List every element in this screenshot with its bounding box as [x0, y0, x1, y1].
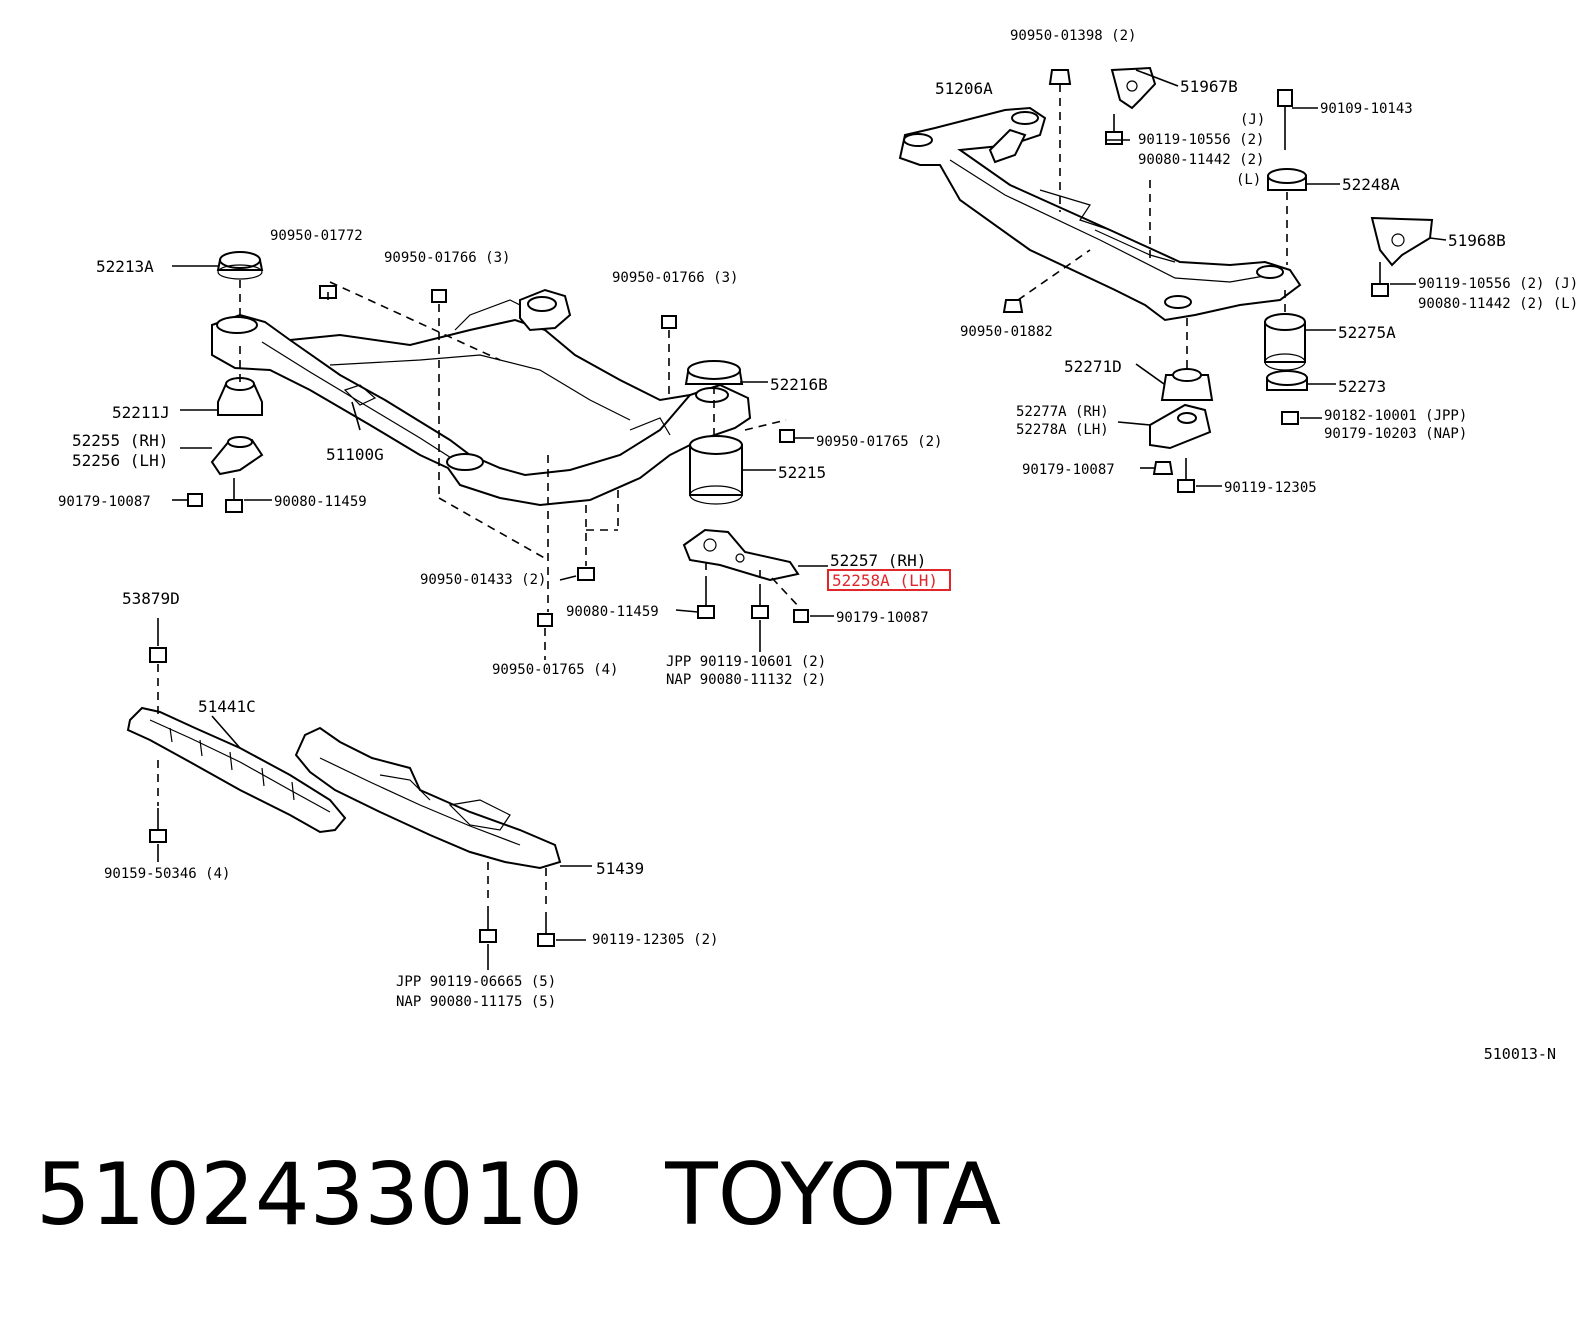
label-52271D: 52271D: [1064, 357, 1122, 376]
cover-51439: [294, 726, 562, 870]
footer-caption: 5102433010 TOYOTA: [36, 1140, 1001, 1250]
label-90182-10001: 90182-10001 (JPP): [1324, 408, 1467, 424]
bushing-52211J: [217, 377, 263, 416]
label-L-top: (L): [1236, 172, 1261, 188]
label-52248A: 52248A: [1342, 175, 1400, 194]
cover-51441C: [126, 706, 347, 834]
mount-52213A: [216, 251, 264, 280]
label-90950-01766-a: 90950-01766 (3): [384, 250, 510, 266]
label-90950-01765-b: 90950-01765 (4): [492, 662, 618, 678]
leaders-covers: [157, 618, 592, 970]
fasteners-left: [187, 285, 809, 627]
label-51441C: 51441C: [198, 697, 256, 716]
front-suspension-member: [211, 288, 752, 507]
labels-covers: 51441C 51439 90159-50346 (4) 90119-12305…: [104, 697, 718, 1010]
label-90119-12305-r: 90119-12305: [1224, 480, 1317, 496]
label-90950-01398: 90950-01398 (2): [1010, 28, 1136, 44]
label-52273: 52273: [1338, 377, 1386, 396]
washer-52273: [1266, 370, 1308, 391]
label-52258A: 52258A (LH): [832, 571, 938, 590]
label-90119-12305-b: 90119-12305 (2): [592, 932, 718, 948]
label-90119-10556-a: 90119-10556 (2): [1138, 132, 1264, 148]
label-90159-50346: 90159-50346 (4): [104, 866, 230, 882]
bushing-52248A: [1267, 168, 1307, 191]
bracket-51968B: [1370, 216, 1434, 267]
label-90179-10087-r: 90179-10087: [1022, 462, 1115, 478]
label-51206A: 51206A: [935, 79, 993, 98]
label-52215: 52215: [778, 463, 826, 482]
label-52257: 52257 (RH): [830, 551, 926, 570]
stopper-52255: [210, 436, 264, 476]
label-90119-10556-b: 90119-10556 (2) (J): [1418, 276, 1578, 292]
label-52277A: 52277A (RH): [1016, 404, 1109, 420]
part-number: 5102433010: [36, 1145, 584, 1245]
label-90950-01772: 90950-01772: [270, 228, 363, 244]
label-90179-10087-l: 90179-10087: [58, 494, 151, 510]
stopper-52277A: [1149, 403, 1212, 450]
label-90080-11459-l: 90080-11459: [274, 494, 367, 510]
labels-left: 52213A 90950-01772 90950-01766 (3) 90950…: [58, 228, 951, 688]
label-52255: 52255 (RH): [72, 431, 168, 450]
label-nap-a: NAP 90080-11132 (2): [666, 672, 826, 688]
diagram-code: 510013-N: [1483, 1045, 1556, 1063]
label-nap-b: NAP 90080-11175 (5): [396, 994, 556, 1010]
bushing-52215: [689, 435, 743, 505]
label-53879D: 53879D: [122, 589, 180, 608]
fasteners-right: [1002, 69, 1389, 493]
brace-52257: [682, 528, 800, 582]
insulator-52216B: [684, 360, 744, 385]
label-90950-01766-b: 90950-01766 (3): [612, 270, 738, 286]
label-J-top: (J): [1240, 112, 1265, 128]
label-90179-10203: 90179-10203 (NAP): [1324, 426, 1467, 442]
label-52216B: 52216B: [770, 375, 828, 394]
label-90179-10087-m: 90179-10087: [836, 610, 929, 626]
label-jpp-b: JPP 90119-06665 (5): [396, 974, 556, 990]
label-52211J: 52211J: [112, 403, 170, 422]
bushing-52275A: [1264, 313, 1306, 371]
bushing-52271D: [1160, 368, 1214, 401]
leaders-right: [1017, 69, 1447, 487]
bracket-51967B: [1110, 66, 1157, 110]
fasteners-covers: [149, 647, 555, 947]
rear-crossmember: [898, 106, 1302, 322]
label-51968B: 51968B: [1448, 231, 1506, 250]
label-90080-11442-a: 90080-11442 (2): [1138, 152, 1264, 168]
labels-right: 90950-01398 (2) 51206A 51967B (J) 90109-…: [935, 28, 1578, 496]
label-51967B: 51967B: [1180, 77, 1238, 96]
label-90950-01433: 90950-01433 (2): [420, 572, 546, 588]
label-52275A: 52275A: [1338, 323, 1396, 342]
label-90080-11442-b: 90080-11442 (2) (L): [1418, 296, 1578, 312]
label-90080-11459-m: 90080-11459: [566, 604, 659, 620]
highlight-box-52258A: [827, 569, 951, 591]
label-51439: 51439: [596, 859, 644, 878]
label-90109-10143: 90109-10143: [1320, 101, 1413, 117]
brand-name: TOYOTA: [665, 1145, 1001, 1245]
label-51100G: 51100G: [326, 445, 384, 464]
label-90950-01882: 90950-01882: [960, 324, 1053, 340]
label-52213A: 52213A: [96, 257, 154, 276]
label-jpp-a: JPP 90119-10601 (2): [666, 654, 826, 670]
label-52256: 52256 (LH): [72, 451, 168, 470]
label-52278A-rear: 52278A (LH): [1016, 422, 1109, 438]
label-90950-01765-a: 90950-01765 (2): [816, 434, 942, 450]
leaders-left: [172, 265, 834, 660]
